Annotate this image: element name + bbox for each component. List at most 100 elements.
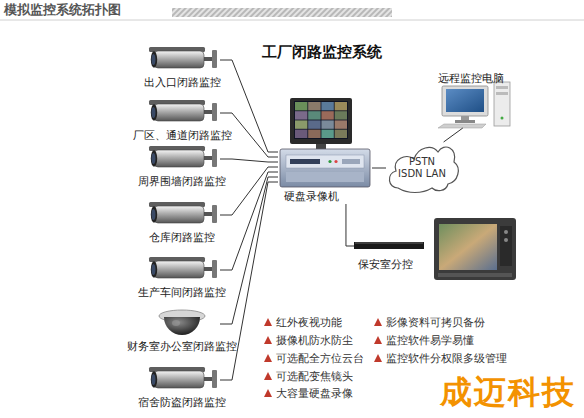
splitter-box [354,242,424,249]
monitor-screen [294,101,348,139]
signal-wire [346,204,354,246]
tv-base [438,273,512,277]
bullet-triangle [264,318,272,326]
signal-wire [220,177,278,324]
tv-knob [504,238,508,242]
feature-item: 红外夜视功能 [276,316,342,328]
bullet-camera [149,100,217,121]
dvr-node: 硬盘录像机 [278,98,372,204]
bullet-camera [149,367,217,388]
monitor-frame [290,98,352,144]
pc-drive [496,92,508,95]
signal-wire [372,168,386,169]
video-tile [295,102,307,110]
dvr-panel [286,155,364,168]
signal-wire [444,128,463,142]
camera-label: 生产车间闭路监控 [138,286,226,298]
feature-item: 监控软件易学易懂 [386,334,474,346]
bullet-camera [149,47,217,68]
signal-wire [220,167,278,215]
dvr-label: 硬盘录像机 [284,190,339,202]
video-tile [335,120,347,128]
video-tile [295,120,307,128]
signal-wire [220,60,278,152]
dvr-slot [290,159,320,164]
video-tile [321,120,333,128]
cloud-node: PSTN ISDN LAN [386,142,458,194]
video-grid [295,102,347,138]
bullet-camera [149,146,217,167]
video-tile [335,102,347,110]
dvr-led [328,160,331,163]
camera-node: 生产车间闭路监控 [144,254,220,300]
camera-node: 仓库闭路监控 [144,199,220,245]
video-tile [308,111,320,119]
camera-node: 厂区、通道闭路监控 [144,97,220,143]
feature-item: 摄像机防水防尘 [276,334,353,346]
security-label: 保安室分控 [358,258,413,270]
bullet-triangle [264,354,272,362]
camera-label: 厂区、通道闭路监控 [133,129,232,141]
bullet-camera [149,202,217,223]
watermark: 成迈科技 [440,374,576,411]
security-node: 保安室分控 [354,218,524,284]
bullet-triangle [264,372,272,380]
header-bar [172,8,392,17]
dvr-led [334,160,337,163]
camera-label: 财务室办公室闭路监控 [127,340,237,352]
network-cloud [389,147,458,192]
tv-knob [504,230,508,234]
cloud-illustration [389,147,458,192]
video-tile [321,130,333,138]
feature-item: 监控软件分权限多级管理 [386,352,507,364]
pc-tower [494,82,510,126]
pc-monitor [442,86,488,116]
pc-label: 远程监控电脑 [438,72,504,84]
dvr-illustration [280,98,370,187]
camera-label: 出入口闭路监控 [144,76,221,88]
feature-item: 影像资料可拷贝备份 [386,316,485,328]
camera-node: 宿舍防盗闭路监控 [144,364,220,410]
security-illustration [354,218,516,280]
signal-wire [220,159,278,162]
bullet-triangle [264,336,272,344]
tv-panel [500,226,512,266]
video-tile [321,111,333,119]
camera-label: 仓库闭路监控 [149,231,215,243]
camera-node: 出入口闭路监控 [144,44,220,90]
video-tile [308,120,320,128]
dvr-box [280,149,370,187]
video-tile [308,102,320,110]
video-tile [308,130,320,138]
diagram-title: 工厂闭路监控系统 [262,44,382,61]
feature-item: 可选配变焦镜头 [276,370,353,382]
dvr-buttons [342,159,360,164]
dome-camera [159,310,205,335]
pc-keyboard [438,124,486,128]
header-rule [0,20,584,21]
pc-screen [446,89,484,112]
dvr-front [286,172,364,182]
pc-illustration [438,82,510,128]
camera-node: 财务室办公室闭路监控 [144,308,220,354]
network-label: PSTN ISDN LAN [398,156,446,180]
monitor-stand [316,144,326,149]
pc-led [501,117,504,120]
video-tile [295,130,307,138]
bullet-triangle [374,336,382,344]
pc-drive [496,86,508,89]
video-tile [321,102,333,110]
pc-stand [461,116,469,120]
bullet-camera [149,257,217,278]
camera-label: 周界围墙闭路监控 [138,175,226,187]
signal-wire [220,182,278,380]
bullet-triangle [374,354,382,362]
camera-label: 宿舍防盗闭路监控 [138,396,226,408]
signal-wire [220,172,278,270]
video-tile [295,111,307,119]
feature-item: 大容量硬盘录像 [276,387,353,399]
pc-node: 远程监控电脑 [432,70,520,128]
tv-screen [439,224,497,270]
pc-base [455,120,475,123]
